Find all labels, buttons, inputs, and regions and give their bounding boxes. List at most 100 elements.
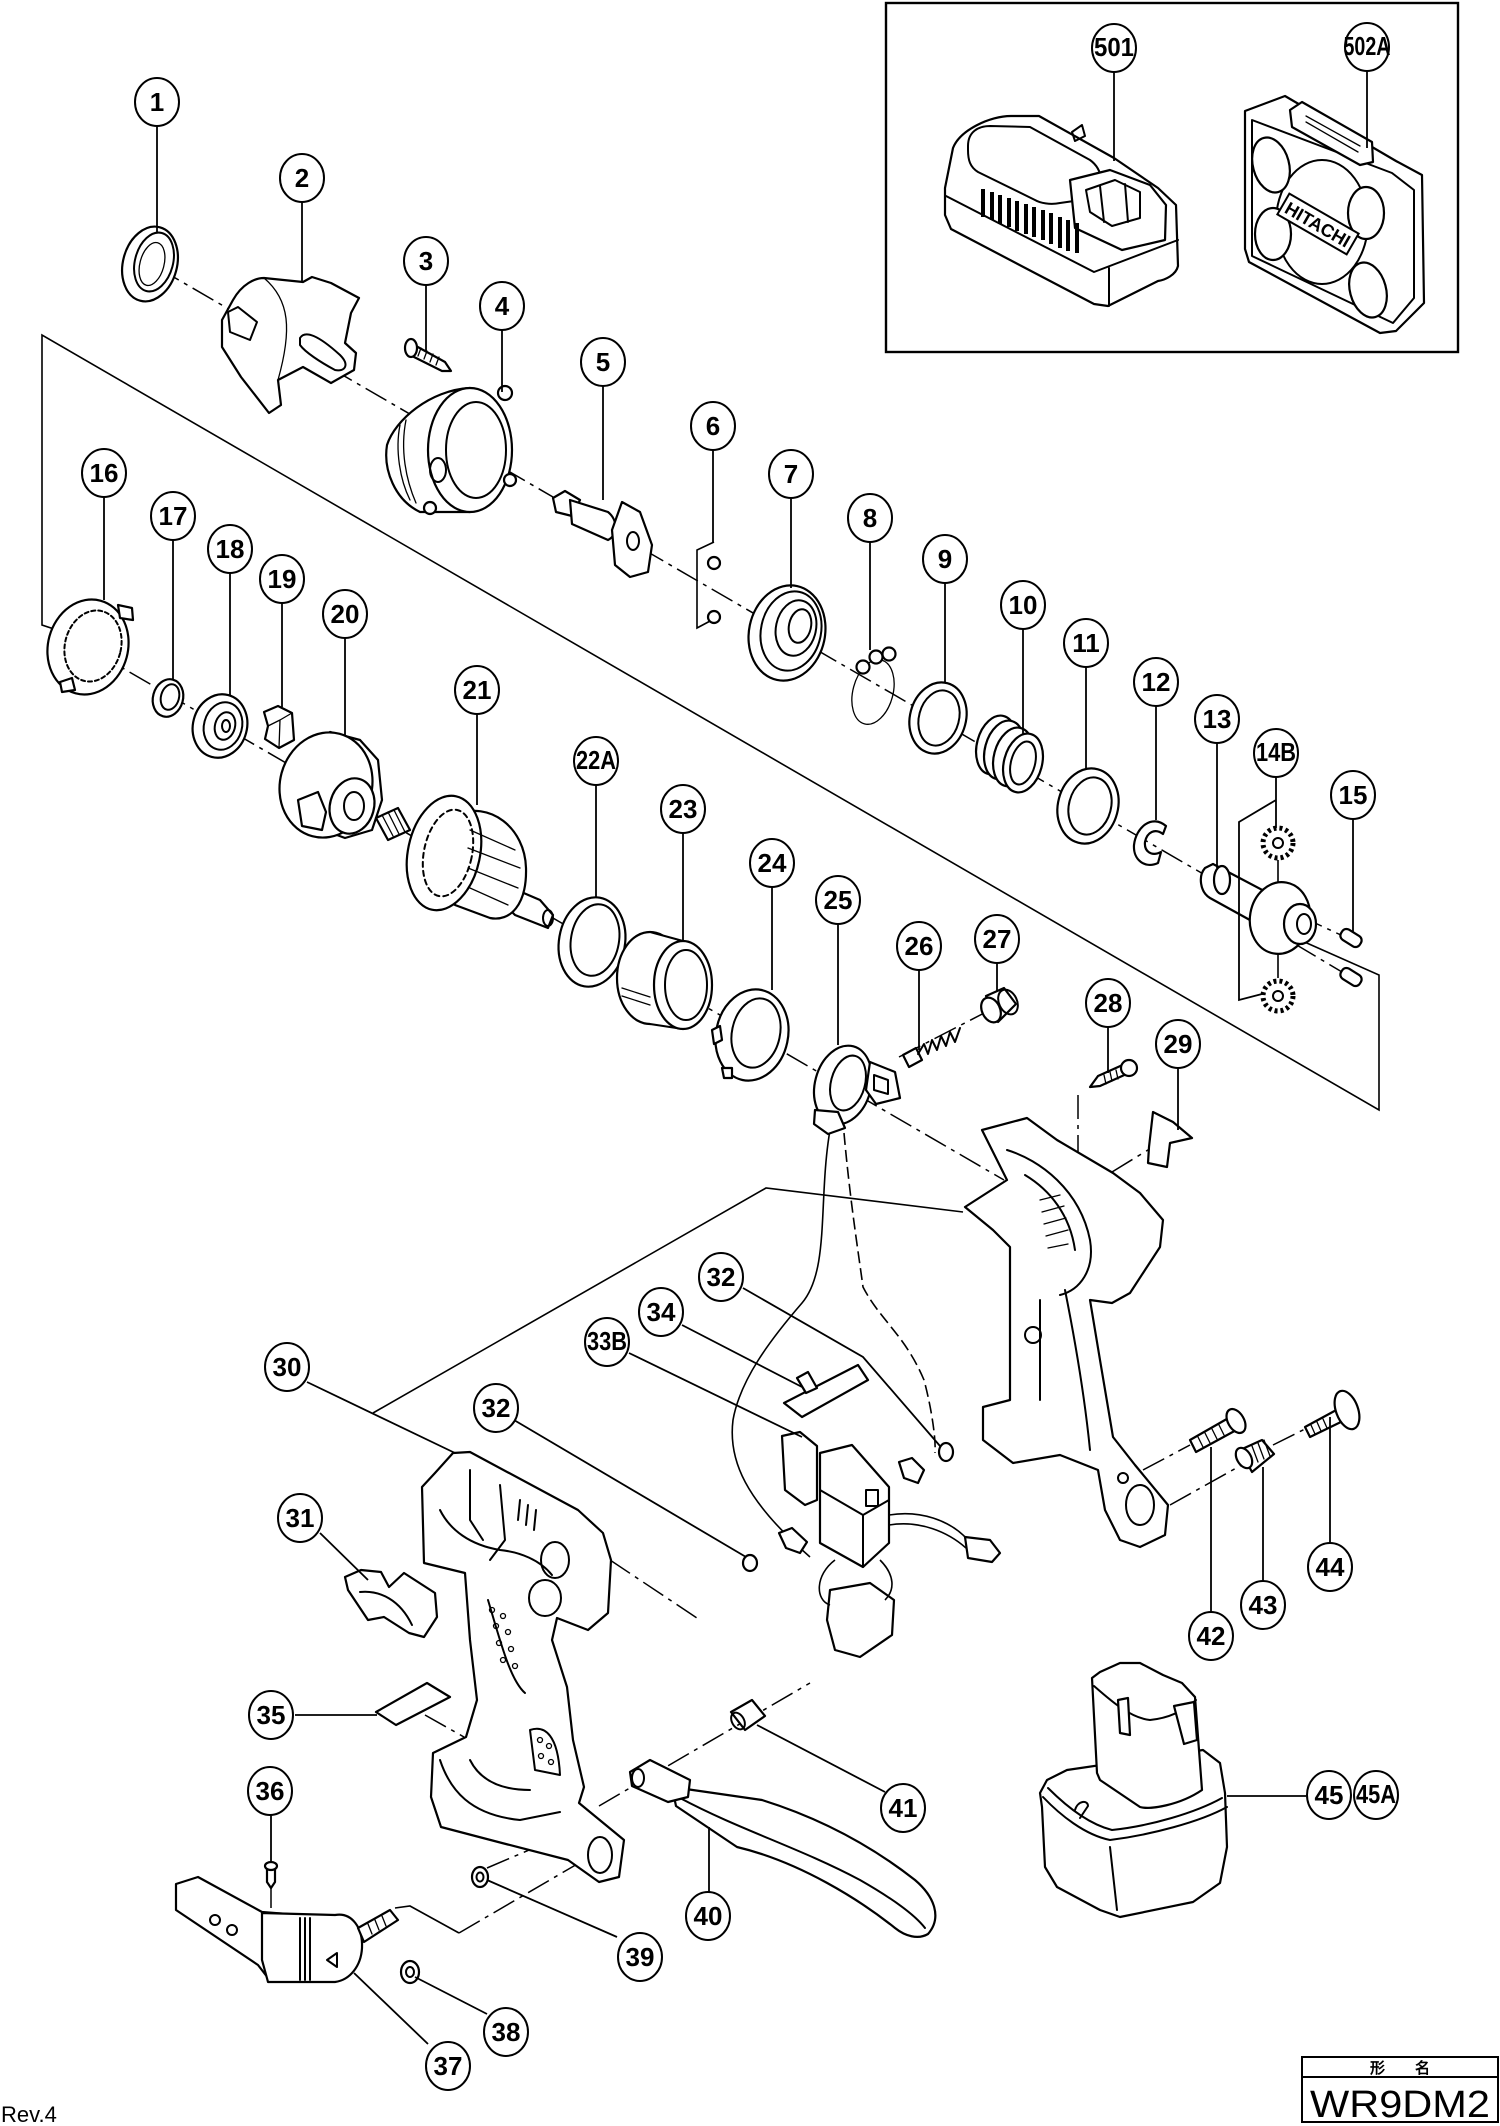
inner-race: [213, 711, 237, 741]
hook-axis-line: [458, 1862, 580, 1934]
callout-label: 29: [1164, 1029, 1193, 1059]
callout-label: 5: [596, 347, 610, 377]
callout-circle: [81, 448, 127, 498]
dot: [499, 1612, 507, 1620]
callout-circle: [322, 589, 368, 639]
leader-14B: [1238, 777, 1277, 1002]
leader-37: [353, 1972, 429, 2045]
callout-circle: [922, 534, 968, 584]
charger-socket-inner: [1085, 179, 1141, 227]
callout-label: 45: [1315, 1780, 1344, 1810]
callout-circle: [259, 554, 305, 604]
callout-circle: [690, 401, 736, 451]
callout-circle: [134, 77, 180, 127]
callout-circle: [749, 838, 795, 888]
callout-circle: [483, 2007, 529, 2057]
callout-30: 30: [264, 1342, 310, 1392]
callout-8: 8: [847, 493, 893, 543]
callout-circle: [1000, 580, 1046, 630]
callout-21: 21: [454, 665, 500, 715]
dot: [504, 1628, 512, 1636]
callout-circle: [479, 281, 525, 331]
gear-hub: [1272, 990, 1284, 1002]
dot: [499, 1656, 507, 1664]
part-16-internal-gear: [46, 598, 135, 696]
model-heading: 形 名: [1370, 2059, 1430, 2077]
callout-circle: [1063, 618, 1109, 668]
leader-38: [414, 1976, 488, 2015]
trigger-tab: [780, 1430, 819, 1507]
callout-circle: [454, 665, 500, 715]
strap-inner: [679, 1797, 926, 1929]
part-501-charger: [943, 114, 1180, 308]
part-12-retaining-ring: [1132, 820, 1168, 866]
callout-circle: [264, 1342, 310, 1392]
cap-top: [997, 988, 1019, 1016]
latch: [1172, 1700, 1199, 1746]
thread: [1197, 1424, 1225, 1448]
dot: [511, 1662, 519, 1670]
callout-40: 40: [685, 1891, 731, 1941]
callout-1: 1: [134, 77, 180, 127]
callout-label: 23: [669, 794, 698, 824]
hole: [569, 903, 621, 977]
callout-circle: [815, 875, 861, 925]
head: [1225, 1407, 1247, 1435]
callout-4: 4: [479, 281, 525, 331]
bore: [221, 719, 231, 733]
hole: [159, 683, 181, 711]
callout-label: 35: [257, 1700, 286, 1730]
callout-label: 22A: [576, 745, 616, 775]
pin: [1339, 927, 1363, 949]
callout-label: 42: [1197, 1621, 1226, 1651]
callout-15: 15: [1330, 770, 1376, 820]
base-rim: [1042, 1787, 1228, 1841]
callout-label: 34: [647, 1297, 676, 1327]
outline: [133, 231, 175, 293]
pin: [1339, 966, 1363, 988]
screw-lower: [741, 1553, 759, 1573]
part-15-pins: [1339, 927, 1363, 988]
callout-14B: 14B: [1253, 728, 1299, 778]
switch-body: [818, 1443, 891, 1569]
callout-12: 12: [1133, 657, 1179, 707]
callout-label: 1: [150, 87, 164, 117]
callout-circle: [403, 236, 449, 286]
strap-end: [628, 1758, 692, 1804]
housing-set-bracket: [372, 1187, 964, 1414]
part-27-brush-cap: [980, 986, 1019, 1024]
bore: [1296, 913, 1312, 935]
thread: [1310, 1418, 1328, 1435]
tab: [795, 1370, 819, 1395]
part-44-bolt: [1303, 1389, 1361, 1439]
part-3-screw: [403, 337, 453, 373]
callout-16: 16: [81, 448, 127, 498]
window: [227, 306, 258, 341]
callout-label: 44: [1316, 1552, 1345, 1582]
coil: [1001, 732, 1045, 794]
hook-bracket: [394, 1905, 460, 1934]
case-foot: [1253, 206, 1293, 262]
part-29-nameplate: [1146, 1110, 1194, 1169]
hole: [1067, 776, 1113, 836]
callout-44: 44: [1307, 1542, 1353, 1592]
part-1-ring-nut: [121, 225, 179, 303]
dot: [545, 1742, 553, 1750]
forward-reverse-button: [540, 1541, 570, 1579]
tab: [58, 603, 135, 694]
part-13-spindle: [1199, 862, 1318, 955]
callout-45: 45: [1306, 1770, 1352, 1820]
callout-circle: [1194, 694, 1240, 744]
hinge-body: [260, 1911, 364, 1984]
callout-circle: [1240, 1580, 1286, 1630]
leader-32-upper: [742, 1287, 941, 1447]
hole: [475, 1871, 485, 1883]
callout-circle: [617, 1932, 663, 1982]
dot: [507, 1645, 515, 1653]
part-28-screw: [1088, 1058, 1139, 1089]
housing-axis-line: [609, 1559, 701, 1621]
strap-loop: [587, 1836, 613, 1874]
callout-label: 30: [273, 1352, 302, 1382]
gear-lower: [1260, 978, 1296, 1014]
outline: [374, 1681, 452, 1727]
